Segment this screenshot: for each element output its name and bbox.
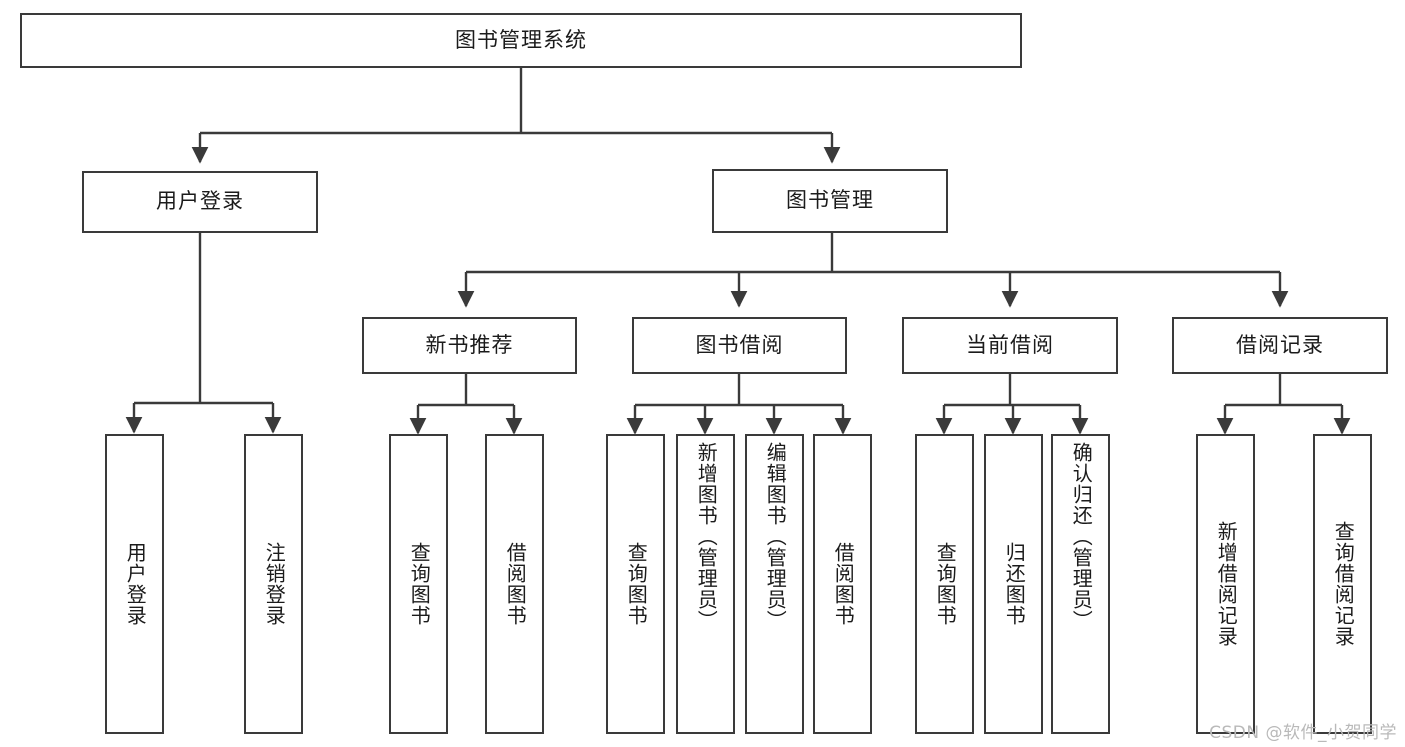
leaf-borrow-borrow-book[interactable]: 借阅图书 [813,434,872,734]
leaf-borrow-query-book[interactable]: 查询图书 [606,434,665,734]
csdn-watermark: CSDN @软件_小贺同学 [1209,723,1397,743]
leaf-current-return-book[interactable]: 归还图书 [984,434,1043,734]
node-book-management[interactable]: 图书管理 [712,169,948,233]
leaf-user-login-signout[interactable]: 注销登录 [244,434,303,734]
node-root-system[interactable]: 图书管理系统 [20,13,1022,68]
leaf-label: 用户登录 [123,542,148,626]
node-label: 新书推荐 [425,332,514,357]
node-label: 用户登录 [156,189,244,214]
node-label: 图书管理 [786,188,874,213]
leaf-label: 新增图书（管理员） [694,442,719,631]
leaf-label: 编辑图书（管理员） [763,442,788,631]
leaf-label: 注销登录 [262,542,287,626]
node-label: 借阅记录 [1236,332,1324,357]
leaf-user-login-signin[interactable]: 用户登录 [105,434,164,734]
leaf-label: 查询图书 [624,542,649,626]
leaf-current-confirm-return-admin[interactable]: 确认归还（管理员） [1051,434,1110,734]
node-book-borrow[interactable]: 图书借阅 [632,317,847,374]
node-user-login[interactable]: 用户登录 [82,171,318,233]
node-label: 图书管理系统 [455,27,587,52]
leaf-recommend-borrow-book[interactable]: 借阅图书 [485,434,544,734]
leaf-record-query-borrow-record[interactable]: 查询借阅记录 [1313,434,1372,734]
leaf-label: 查询借阅记录 [1331,521,1356,647]
leaf-label: 借阅图书 [503,542,528,626]
leaf-label: 查询图书 [407,542,432,626]
leaf-label: 新增借阅记录 [1214,521,1239,647]
leaf-recommend-query-book[interactable]: 查询图书 [389,434,448,734]
node-current-borrow[interactable]: 当前借阅 [902,317,1118,374]
leaf-record-add-borrow-record[interactable]: 新增借阅记录 [1196,434,1255,734]
leaf-label: 查询图书 [933,542,958,626]
leaf-current-query-book[interactable]: 查询图书 [915,434,974,734]
leaf-label: 确认归还（管理员） [1069,442,1094,631]
leaf-borrow-add-book-admin[interactable]: 新增图书（管理员） [676,434,735,734]
node-label: 图书借阅 [695,332,784,357]
node-borrow-record[interactable]: 借阅记录 [1172,317,1388,374]
leaf-label: 借阅图书 [831,542,856,626]
leaf-label: 归还图书 [1002,542,1027,626]
node-label: 当前借阅 [966,332,1054,357]
leaf-borrow-edit-book-admin[interactable]: 编辑图书（管理员） [745,434,804,734]
node-new-book-recommend[interactable]: 新书推荐 [362,317,577,374]
